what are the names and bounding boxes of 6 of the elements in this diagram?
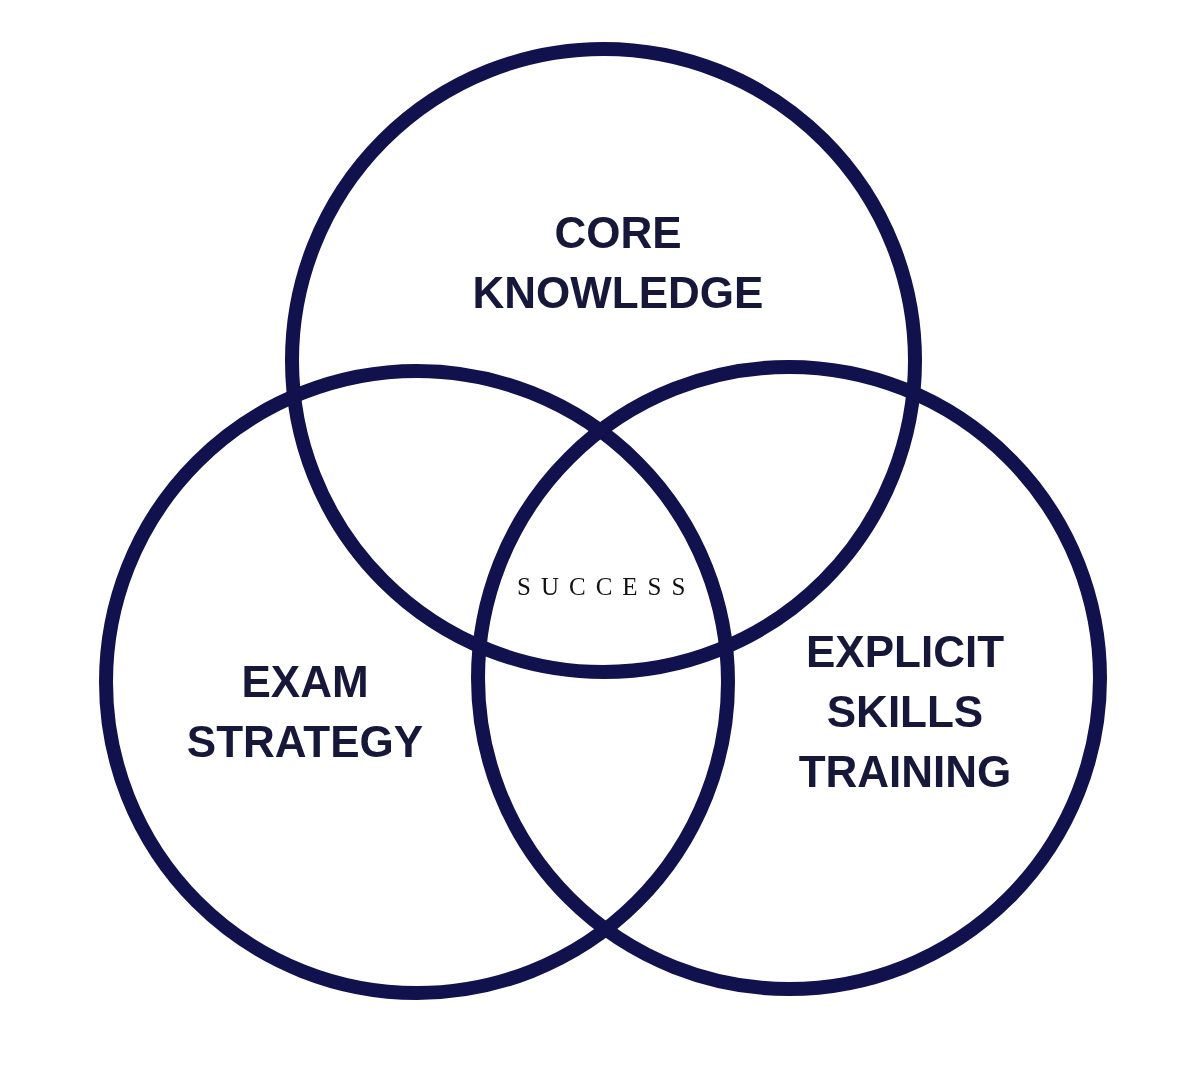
intersection-label: SUCCESS <box>517 572 696 602</box>
venn-circle <box>99 364 735 1000</box>
circle-label: EXAM STRATEGY <box>185 656 425 768</box>
venn-circle <box>471 360 1107 996</box>
circle-label: EXPLICIT SKILLS TRAINING <box>797 626 1013 798</box>
circle-label: CORE KNOWLEDGE <box>471 207 765 319</box>
